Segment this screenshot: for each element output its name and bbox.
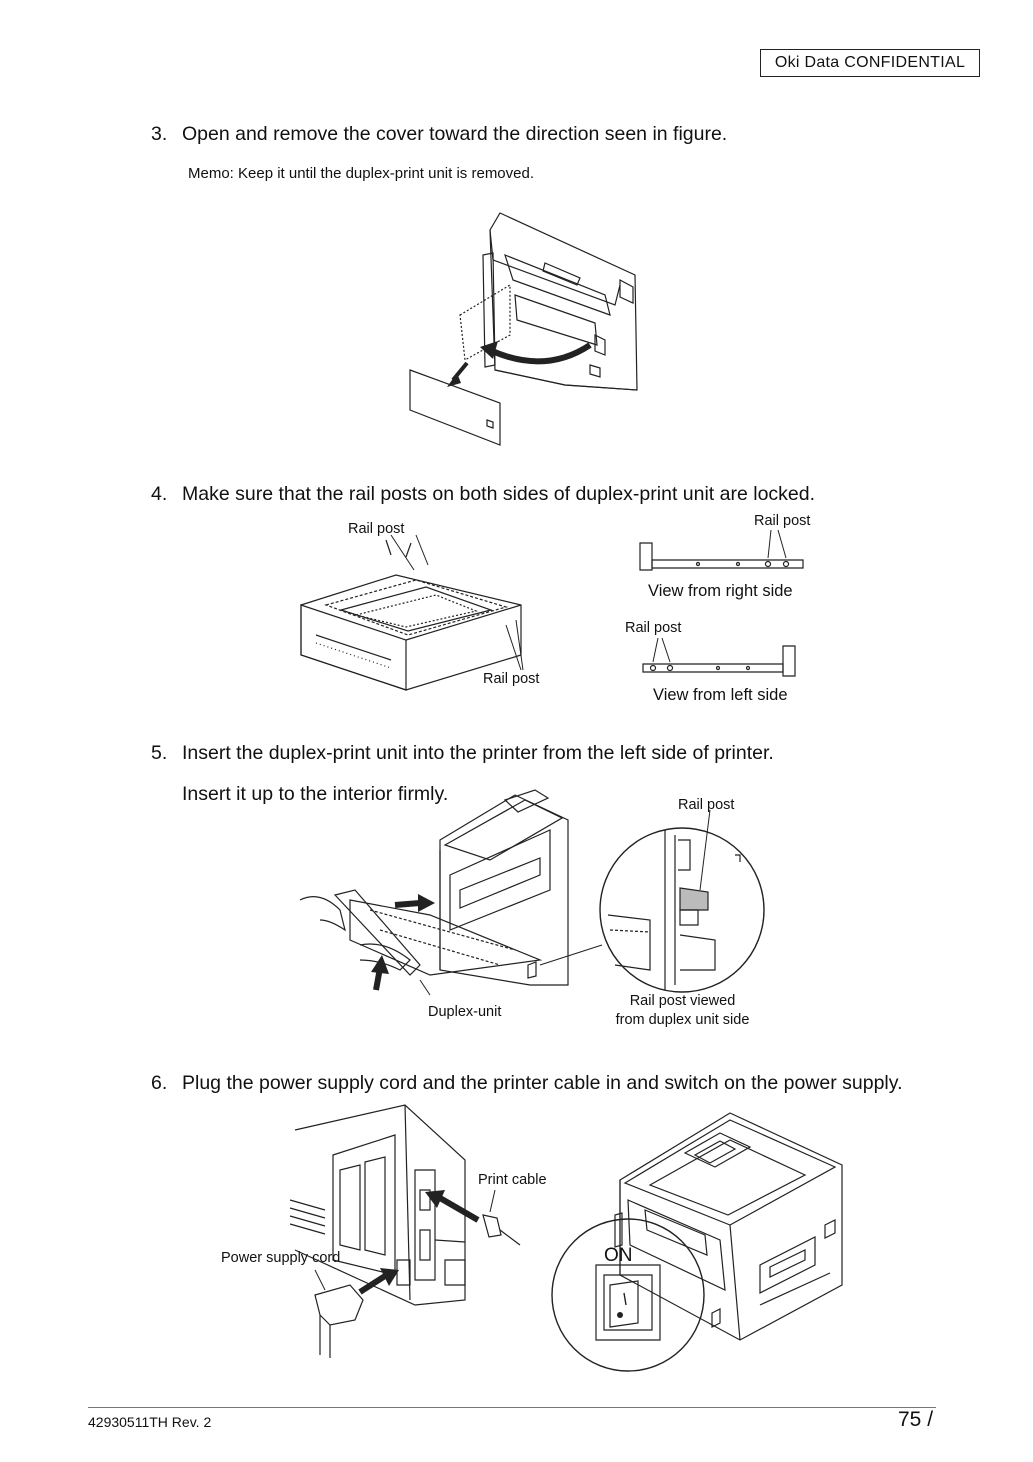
view-right-label: View from right side bbox=[648, 582, 793, 600]
page-number: 75 / bbox=[898, 1408, 934, 1431]
doc-number: 42930511TH Rev. 2 bbox=[88, 1414, 212, 1430]
step-5-number: 5. bbox=[151, 742, 168, 764]
view-left-label: View from left side bbox=[653, 686, 788, 704]
step-6-text: Plug the power supply cord and the print… bbox=[182, 1072, 903, 1094]
from-duplex-label: from duplex unit side bbox=[615, 1012, 750, 1028]
figure-rail-right-view bbox=[638, 528, 818, 573]
on-label: ON bbox=[604, 1245, 633, 1266]
figure-printer-front bbox=[610, 1105, 850, 1345]
step-5-text-2: Insert it up to the interior firmly. bbox=[182, 783, 449, 805]
step-3-number: 3. bbox=[151, 123, 168, 145]
step-4-number: 4. bbox=[151, 483, 168, 505]
figure-remove-cover bbox=[405, 205, 645, 450]
rail-post-label-right: Rail post bbox=[754, 513, 811, 529]
step-3-text: Open and remove the cover toward the dir… bbox=[182, 123, 728, 145]
step-6-number: 6. bbox=[151, 1072, 168, 1094]
rail-post-label-inset: Rail post bbox=[678, 797, 735, 813]
figure-power-switch bbox=[548, 1215, 708, 1375]
step-3-memo: Memo: Keep it until the duplex-print uni… bbox=[188, 165, 535, 182]
figure-duplex-unit bbox=[296, 535, 531, 700]
duplex-unit-label: Duplex-unit bbox=[428, 1004, 502, 1020]
step-5-text: Insert the duplex-print unit into the pr… bbox=[182, 742, 774, 764]
figure-rear-cables bbox=[285, 1100, 530, 1360]
rail-post-label-bottom: Rail post bbox=[483, 671, 540, 687]
figure-rail-left-view bbox=[638, 636, 818, 681]
figure-insert-duplex bbox=[300, 790, 580, 990]
confidential-label: Oki Data CONFIDENTIAL bbox=[760, 49, 980, 77]
rail-post-label-left: Rail post bbox=[625, 620, 682, 636]
print-cable-label: Print cable bbox=[478, 1172, 547, 1188]
footer-divider bbox=[88, 1407, 936, 1408]
power-cord-label: Power supply cord bbox=[221, 1250, 341, 1266]
step-4-text: Make sure that the rail posts on both si… bbox=[182, 483, 816, 505]
rail-post-viewed-label: Rail post viewed bbox=[629, 993, 736, 1009]
figure-rail-post-inset bbox=[540, 810, 770, 990]
rail-post-label-top: Rail post bbox=[348, 521, 405, 537]
